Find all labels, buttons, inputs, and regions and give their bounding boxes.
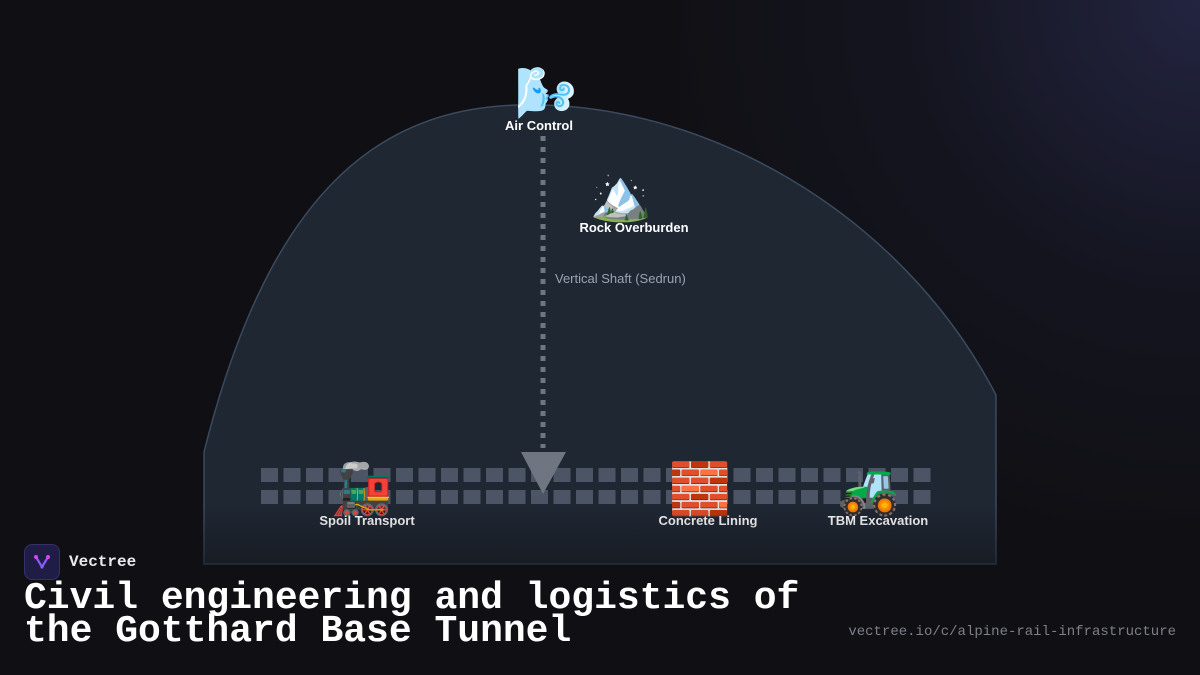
locomotive-icon: 🚂 [331, 460, 393, 518]
brand[interactable]: Vectree [24, 544, 136, 580]
track-segment [688, 468, 706, 482]
track-segment [733, 490, 751, 504]
track-segment [666, 468, 683, 482]
track-segment [913, 468, 931, 482]
track-segment [823, 490, 841, 504]
page-url[interactable]: vectree.io/c/alpine-rail-infrastructure [848, 624, 1176, 640]
track-segment [463, 490, 481, 504]
mountain-cross-section [203, 104, 997, 565]
track-segment [621, 468, 638, 482]
node-label: Air Control [505, 118, 573, 133]
track-segment [576, 490, 593, 504]
track-segment [598, 490, 616, 504]
track-segment [283, 490, 301, 504]
track-segment [373, 468, 391, 482]
node-label: Spoil Transport [319, 513, 415, 528]
track-segment [868, 490, 886, 504]
track-segment [508, 490, 526, 504]
node-air-control: 🌬️ Air Control [505, 64, 577, 133]
track-segment [846, 490, 863, 504]
track-segment [418, 468, 436, 482]
track-segment [801, 468, 818, 482]
track-segment [756, 490, 773, 504]
track-segment [711, 490, 728, 504]
node-label: Rock Overburden [579, 220, 688, 235]
track-segment [598, 468, 616, 482]
track-segment [643, 468, 661, 482]
track-segment [868, 468, 886, 482]
track-segment [756, 468, 773, 482]
track-segment [553, 490, 571, 504]
track-segment [463, 468, 481, 482]
brick-icon: 🧱 [669, 460, 731, 518]
track-segment [688, 490, 706, 504]
track-segment [643, 490, 661, 504]
track-segment [306, 490, 323, 504]
track-segment [351, 468, 368, 482]
track-segment [801, 490, 818, 504]
track-segment [666, 490, 683, 504]
track-segment [846, 468, 863, 482]
track-segment [441, 490, 458, 504]
track-segment [283, 468, 301, 482]
track-segment [261, 468, 278, 482]
track-segment [328, 468, 346, 482]
track-segment [328, 490, 346, 504]
track-segment [733, 468, 751, 482]
node-label: Concrete Lining [659, 513, 758, 528]
track-segment [418, 490, 436, 504]
track-segment [778, 468, 796, 482]
track-segment [396, 490, 413, 504]
shaft-label: Vertical Shaft (Sedrun) [555, 271, 686, 286]
node-rock-overburden: 🏔️ Rock Overburden [579, 166, 688, 235]
track-segment [576, 468, 593, 482]
page-title: Civil engineering and logistics of the G… [24, 577, 800, 653]
node-label: TBM Excavation [828, 513, 928, 528]
track-segment [486, 490, 503, 504]
snow-capped-mountain-icon: 🏔️ [590, 166, 652, 224]
track-segment [711, 468, 728, 482]
track-segment [441, 468, 458, 482]
track-segment [351, 490, 368, 504]
track-segment [508, 468, 526, 482]
track-segment [306, 468, 323, 482]
track-segment [891, 490, 908, 504]
track-segment [913, 490, 931, 504]
track-segment [486, 468, 503, 482]
wind-face-icon: 🌬️ [515, 64, 577, 122]
track-segment [396, 468, 413, 482]
vectree-logo-icon [24, 544, 60, 580]
shaft-arrowhead [521, 452, 566, 494]
track-segment [531, 490, 548, 504]
track-segment [621, 490, 638, 504]
track-segment [778, 490, 796, 504]
track-segment [373, 490, 391, 504]
brand-name: Vectree [69, 553, 137, 571]
tractor-icon: 🚜 [838, 460, 900, 518]
track-segment [823, 468, 841, 482]
track-segment [553, 468, 571, 482]
track-segment [261, 490, 278, 504]
rail-track [261, 468, 931, 504]
track-segment [891, 468, 908, 482]
